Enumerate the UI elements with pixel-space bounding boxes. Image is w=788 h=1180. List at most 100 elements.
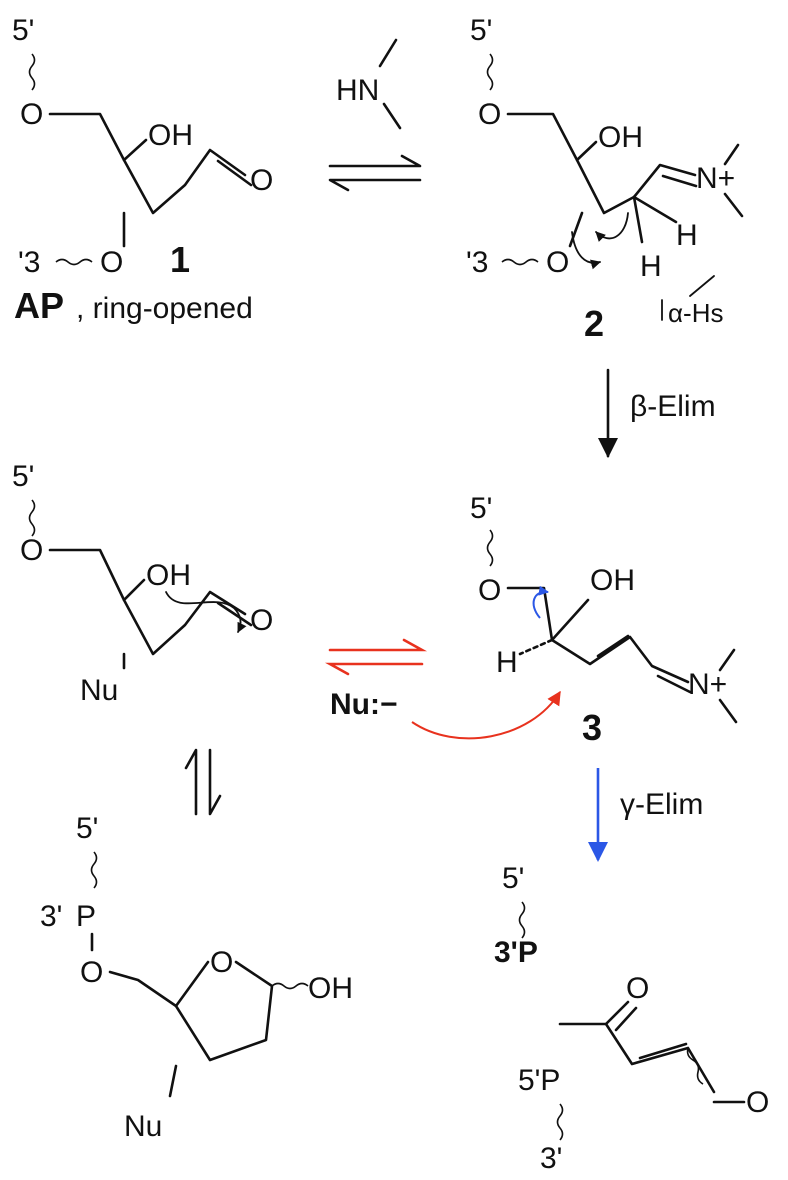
c1-3prime-label: '3 — [18, 246, 40, 279]
amine-reagent: HN — [336, 38, 402, 130]
red-reverse-half-arrow — [324, 662, 424, 676]
c3-h: H — [496, 646, 518, 679]
vertical-down-half-arrow — [208, 748, 222, 816]
c3-ch-hashed — [518, 638, 554, 656]
c3-n-methyl-bottom — [718, 698, 738, 724]
cyclic-oh: OH — [308, 972, 353, 1005]
c1-name: AP — [14, 285, 64, 326]
adduct-5prime-label: 5' — [12, 460, 34, 493]
prod-cc-double — [638, 1042, 688, 1060]
equilibrium-arrows-1-2 — [328, 154, 422, 192]
nu-anion: Nu:− — [330, 688, 398, 721]
c2-number: 2 — [584, 303, 604, 344]
c3-cc-double — [596, 634, 630, 658]
cyclic-wavy-bond-top — [90, 851, 98, 889]
c3-n-plus: N+ — [688, 668, 727, 701]
beta-elimination-step: β-Elim — [598, 368, 716, 458]
amine-hn: HN — [336, 74, 379, 107]
adduct-wavy-bond-top — [28, 499, 36, 537]
c3-5prime-label: 5' — [470, 492, 492, 525]
c1-oh-bond — [122, 138, 148, 162]
reverse-half-arrow-1-2 — [328, 178, 422, 192]
c1-co-double — [216, 159, 253, 187]
prod-wavy-aldehyde — [686, 1047, 704, 1085]
prod-5p: 5'P — [518, 1064, 560, 1097]
adduct-oh: OH — [146, 559, 191, 592]
c1-backbone — [48, 112, 247, 215]
adduct-oh-bond — [122, 578, 146, 602]
c2-oh: OH — [598, 121, 643, 154]
nu-adduct: 5' O O OH Nu — [12, 460, 273, 707]
c2-n-plus: N+ — [696, 162, 735, 195]
c3-wavy-bond-top — [486, 529, 494, 567]
c2-o3-bond — [568, 211, 584, 248]
c3-oh-bond — [550, 598, 590, 642]
cyclic-nu: Nu — [124, 1110, 162, 1143]
c1-o-5: O — [20, 98, 43, 131]
cyclic-chain — [108, 970, 178, 1008]
prod-o-aldehyde: O — [746, 1086, 769, 1119]
c2-o-5: O — [478, 98, 501, 131]
cyclic-nu-bond — [168, 1064, 178, 1098]
adduct-backbone — [48, 548, 247, 656]
prod-co-double — [614, 1006, 638, 1032]
amine-methyl-top — [378, 38, 398, 68]
compound-1: 5' O OH O O '3 1 AP , ring-opened — [12, 14, 273, 326]
adduct-curved-arrow — [165, 591, 247, 633]
cyclic-5prime-label: 5' — [76, 812, 98, 845]
adduct-o-5: O — [20, 534, 43, 567]
cyclic-3prime-label: 3' — [40, 900, 62, 933]
beta-elim-label: β-Elim — [630, 390, 716, 423]
c2-n-methyl-bottom — [723, 192, 744, 218]
gamma-products: 5' 3'P O O 5'P 3' — [494, 862, 769, 1175]
prod-3p: 3'P — [494, 936, 538, 969]
gamma-elim-label: γ-Elim — [620, 788, 703, 821]
prod-wavy-bond-top — [518, 901, 526, 939]
nucleophile-equilibrium: Nu:− — [324, 638, 561, 740]
c3-cn-double — [656, 674, 692, 694]
c2-o-3: O — [546, 246, 569, 279]
c2-5prime-label: 5' — [470, 14, 492, 47]
c3-o-5: O — [478, 574, 501, 607]
c3-blue-curved-arrow — [532, 585, 549, 619]
cyclic-ring-o: O — [210, 946, 233, 979]
c3-number: 3 — [582, 707, 602, 748]
c1-o-carbonyl: O — [250, 164, 273, 197]
cyclic-ring — [174, 960, 274, 1062]
c1-wavy-bond-top — [28, 53, 36, 91]
cyclic-o-5: O — [80, 956, 103, 989]
c1-wavy-bond-3 — [55, 258, 93, 266]
c2-n-methyl-top — [723, 143, 740, 166]
adduct-co-double — [216, 601, 253, 627]
red-curved-attack-arrow — [411, 690, 561, 740]
c1-oh: OH — [148, 119, 193, 152]
compound-3: 5' O OH H N+ 3 — [470, 492, 738, 748]
compound-2: 5' O OH N+ H H O '3 α-Hs 2 — [466, 14, 744, 344]
c1-name-suffix: , ring-opened — [76, 292, 253, 325]
prod-3prime-label: 3' — [540, 1142, 562, 1175]
c2-curved-arrow-1 — [595, 212, 629, 242]
equilibrium-arrows-vertical — [184, 748, 222, 816]
c2-h-alpha-2: H — [640, 250, 662, 283]
c2-ch-bond-2 — [632, 195, 644, 244]
c2-wavy-bond-3 — [501, 258, 539, 266]
c3-backbone — [506, 586, 690, 684]
amine-methyl-bottom — [382, 102, 402, 130]
c1-number: 1 — [170, 239, 190, 280]
cyclic-wavy-anomeric — [271, 982, 309, 990]
prod-co-single — [604, 1000, 630, 1026]
c2-oh-bond — [575, 140, 598, 162]
c3-oh: OH — [590, 564, 635, 597]
prod-wavy-bond-bottom — [556, 1103, 564, 1141]
c1-o-3: O — [100, 246, 123, 279]
prod-o-ketone: O — [626, 972, 649, 1005]
gamma-elimination-step: γ-Elim — [588, 768, 703, 862]
prod-5prime-label: 5' — [502, 862, 524, 895]
alpha-hs-brace-top — [689, 275, 715, 297]
c3-n-methyl-top — [718, 648, 736, 672]
adduct-nu: Nu — [80, 674, 118, 707]
c2-ch-bond-1 — [632, 195, 678, 224]
c1-5prime-label: 5' — [12, 14, 34, 47]
c2-h-alpha-1: H — [676, 219, 698, 252]
